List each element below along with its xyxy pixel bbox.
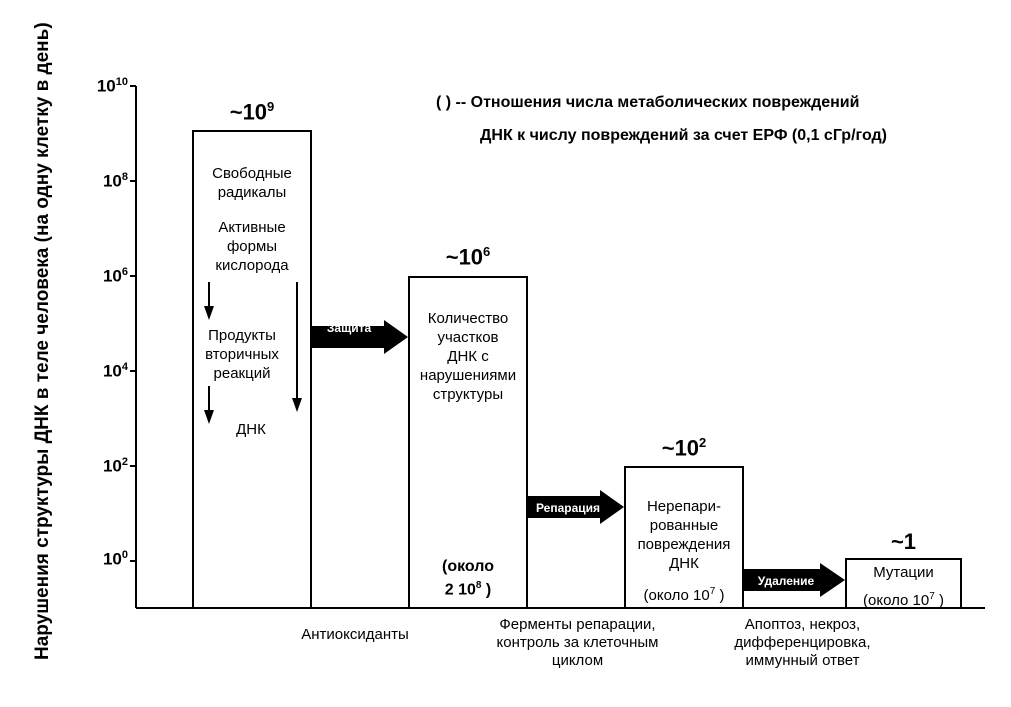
bar-1-arrows [204, 282, 302, 424]
bar-unrepaired [624, 466, 744, 609]
tick-label: 104 [102, 361, 128, 381]
tick-label: 106 [102, 266, 128, 286]
bar-mutations [845, 558, 962, 609]
legend-line-2: ДНК к числу повреждений за счет ЕРФ (0,1… [480, 127, 888, 144]
arrow-protection-label: Защита [326, 321, 372, 335]
bar-1-value: ~109 [229, 99, 275, 125]
legend-line-1: ( ) -- Отношения числа метаболических по… [436, 94, 860, 111]
bar-3-value: ~102 [661, 435, 707, 461]
bottom-label-removal: Апоптоз, некроз,дифференцировка,иммунный… [734, 616, 871, 669]
bar-4-value: ~1 [890, 529, 917, 554]
down-arrow-icon [204, 386, 214, 424]
down-arrow-icon [292, 282, 302, 412]
arrow-protection-icon [312, 320, 408, 354]
bottom-label-antioxidants: Антиоксиданты [301, 626, 409, 643]
tick-label: 1010 [96, 76, 128, 96]
tick-label: 100 [102, 549, 128, 569]
arrow-removal-label: Удаление [757, 574, 815, 588]
arrow-repair-icon [528, 490, 624, 524]
bar-4-text: Мутации [873, 564, 934, 581]
bar-4-note: (около 107 ) [863, 591, 944, 609]
bottom-label-repair: Ферменты репарации,контроль за клеточным… [496, 616, 659, 669]
arrow-removal-icon [744, 563, 845, 597]
tick-label: 108 [102, 171, 128, 191]
bar-free-radicals [192, 130, 312, 609]
bar-2-value: ~106 [445, 244, 491, 270]
arrow-repair-label: Репарация [535, 501, 601, 515]
down-arrow-icon [204, 282, 214, 320]
bar-2-note: (около 2 108 ) [442, 558, 494, 599]
bar-dna-damage [408, 276, 528, 609]
bar-3-note: (около 107 ) [643, 586, 725, 604]
tick-label: 102 [102, 456, 128, 476]
bar-1-text-d: ДНК [236, 421, 266, 438]
